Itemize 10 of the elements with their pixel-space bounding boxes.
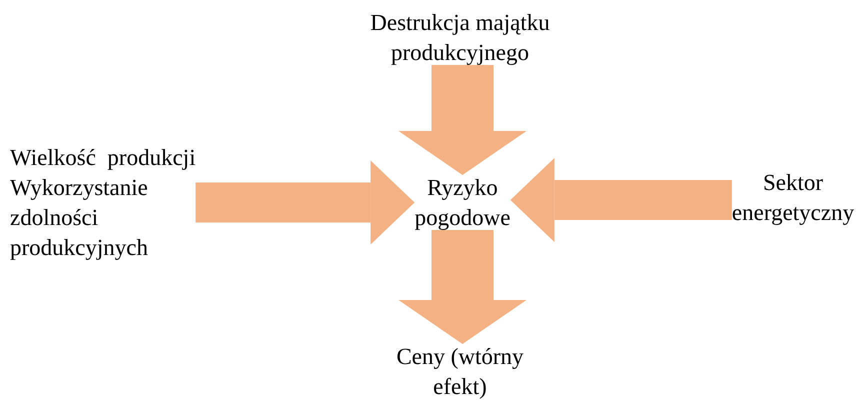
factor-label: Wykorzystanie zdolności produkcyjnych (10, 174, 149, 262)
center-label: Ryzyko pogodowe (414, 174, 512, 232)
factor-label: Wielkość produkcji (10, 144, 196, 172)
factor-label: Destrukcja majątku produkcyjnego (369, 9, 551, 67)
factor-label: Ceny (wtórny efekt) (395, 343, 525, 401)
block-arrow (398, 65, 526, 175)
factor-label: Sektor energetyczny (730, 169, 856, 227)
block-arrow (510, 158, 732, 242)
block-arrow (196, 160, 415, 244)
block-arrow (398, 230, 526, 344)
